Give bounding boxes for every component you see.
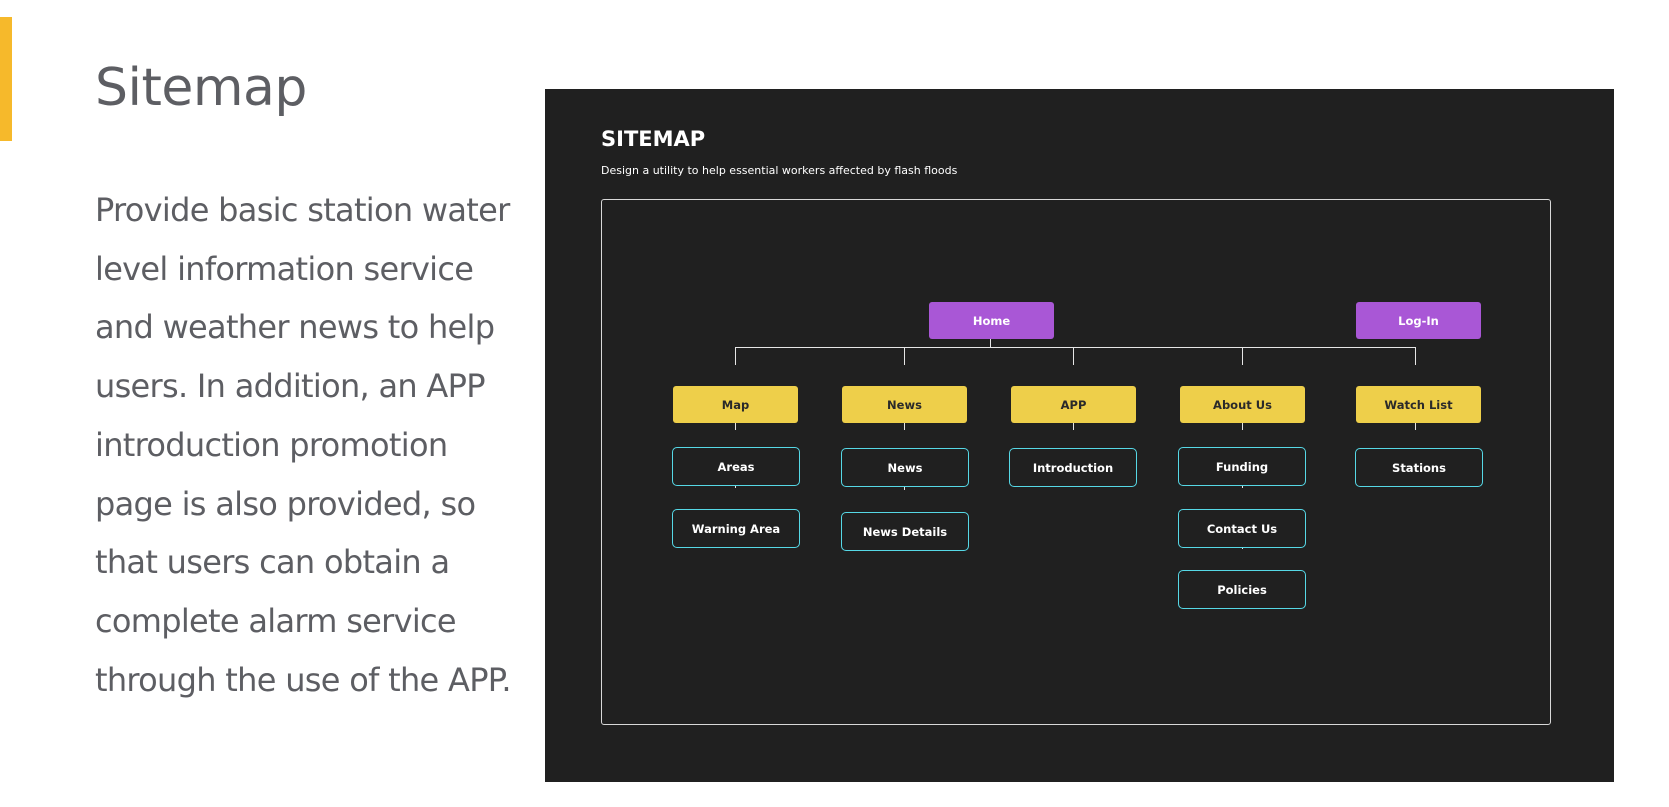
node-section-map: Map — [673, 386, 798, 423]
node-section-about-us: About Us — [1180, 386, 1305, 423]
node-page-funding: Funding — [1178, 447, 1306, 486]
page-title: Sitemap — [95, 58, 307, 118]
connector-horizontal-bus — [735, 347, 1415, 348]
node-page-news: News — [841, 448, 969, 487]
node-section-news: News — [842, 386, 967, 423]
description-text: Provide basic station water level inform… — [95, 181, 530, 709]
node-section-watch-list: Watch List — [1356, 386, 1481, 423]
connector-to-news — [904, 347, 905, 365]
description-line: complete alarm service — [95, 601, 457, 640]
node-home: Home — [929, 302, 1054, 339]
description-line: introduction promotion — [95, 425, 448, 464]
description-line: page is also provided, so — [95, 484, 476, 523]
description-line: users. In addition, an APP — [95, 367, 486, 406]
description-line: that users can obtain a — [95, 543, 450, 582]
description-line: Provide basic station water — [95, 191, 510, 229]
connector-to-watchlist — [1415, 347, 1416, 365]
node-page-contact-us: Contact Us — [1178, 509, 1306, 548]
node-page-stations: Stations — [1355, 448, 1483, 487]
sitemap-diagram: Home Log-In Map News APP About Us Watch … — [601, 199, 1551, 725]
node-page-introduction: Introduction — [1009, 448, 1137, 487]
node-section-app: APP — [1011, 386, 1136, 423]
sitemap-image-panel: SITEMAP Design a utility to help essenti… — [545, 89, 1614, 782]
accent-bar — [0, 17, 12, 141]
connector-home-down — [990, 331, 991, 348]
node-page-areas: Areas — [672, 447, 800, 486]
connector-to-map — [735, 347, 736, 365]
sitemap-title: SITEMAP — [601, 127, 706, 151]
sitemap-subtitle: Design a utility to help essential worke… — [601, 164, 958, 177]
node-page-news-details: News Details — [841, 512, 969, 551]
node-page-warning-area: Warning Area — [672, 509, 800, 548]
connector-to-app — [1073, 347, 1074, 365]
node-page-policies: Policies — [1178, 570, 1306, 609]
node-login: Log-In — [1356, 302, 1481, 339]
connector-to-about — [1242, 347, 1243, 365]
description-line: level information service — [95, 249, 474, 288]
description-line: through the use of the APP. — [95, 660, 512, 699]
description-line: and weather news to help — [95, 308, 495, 347]
